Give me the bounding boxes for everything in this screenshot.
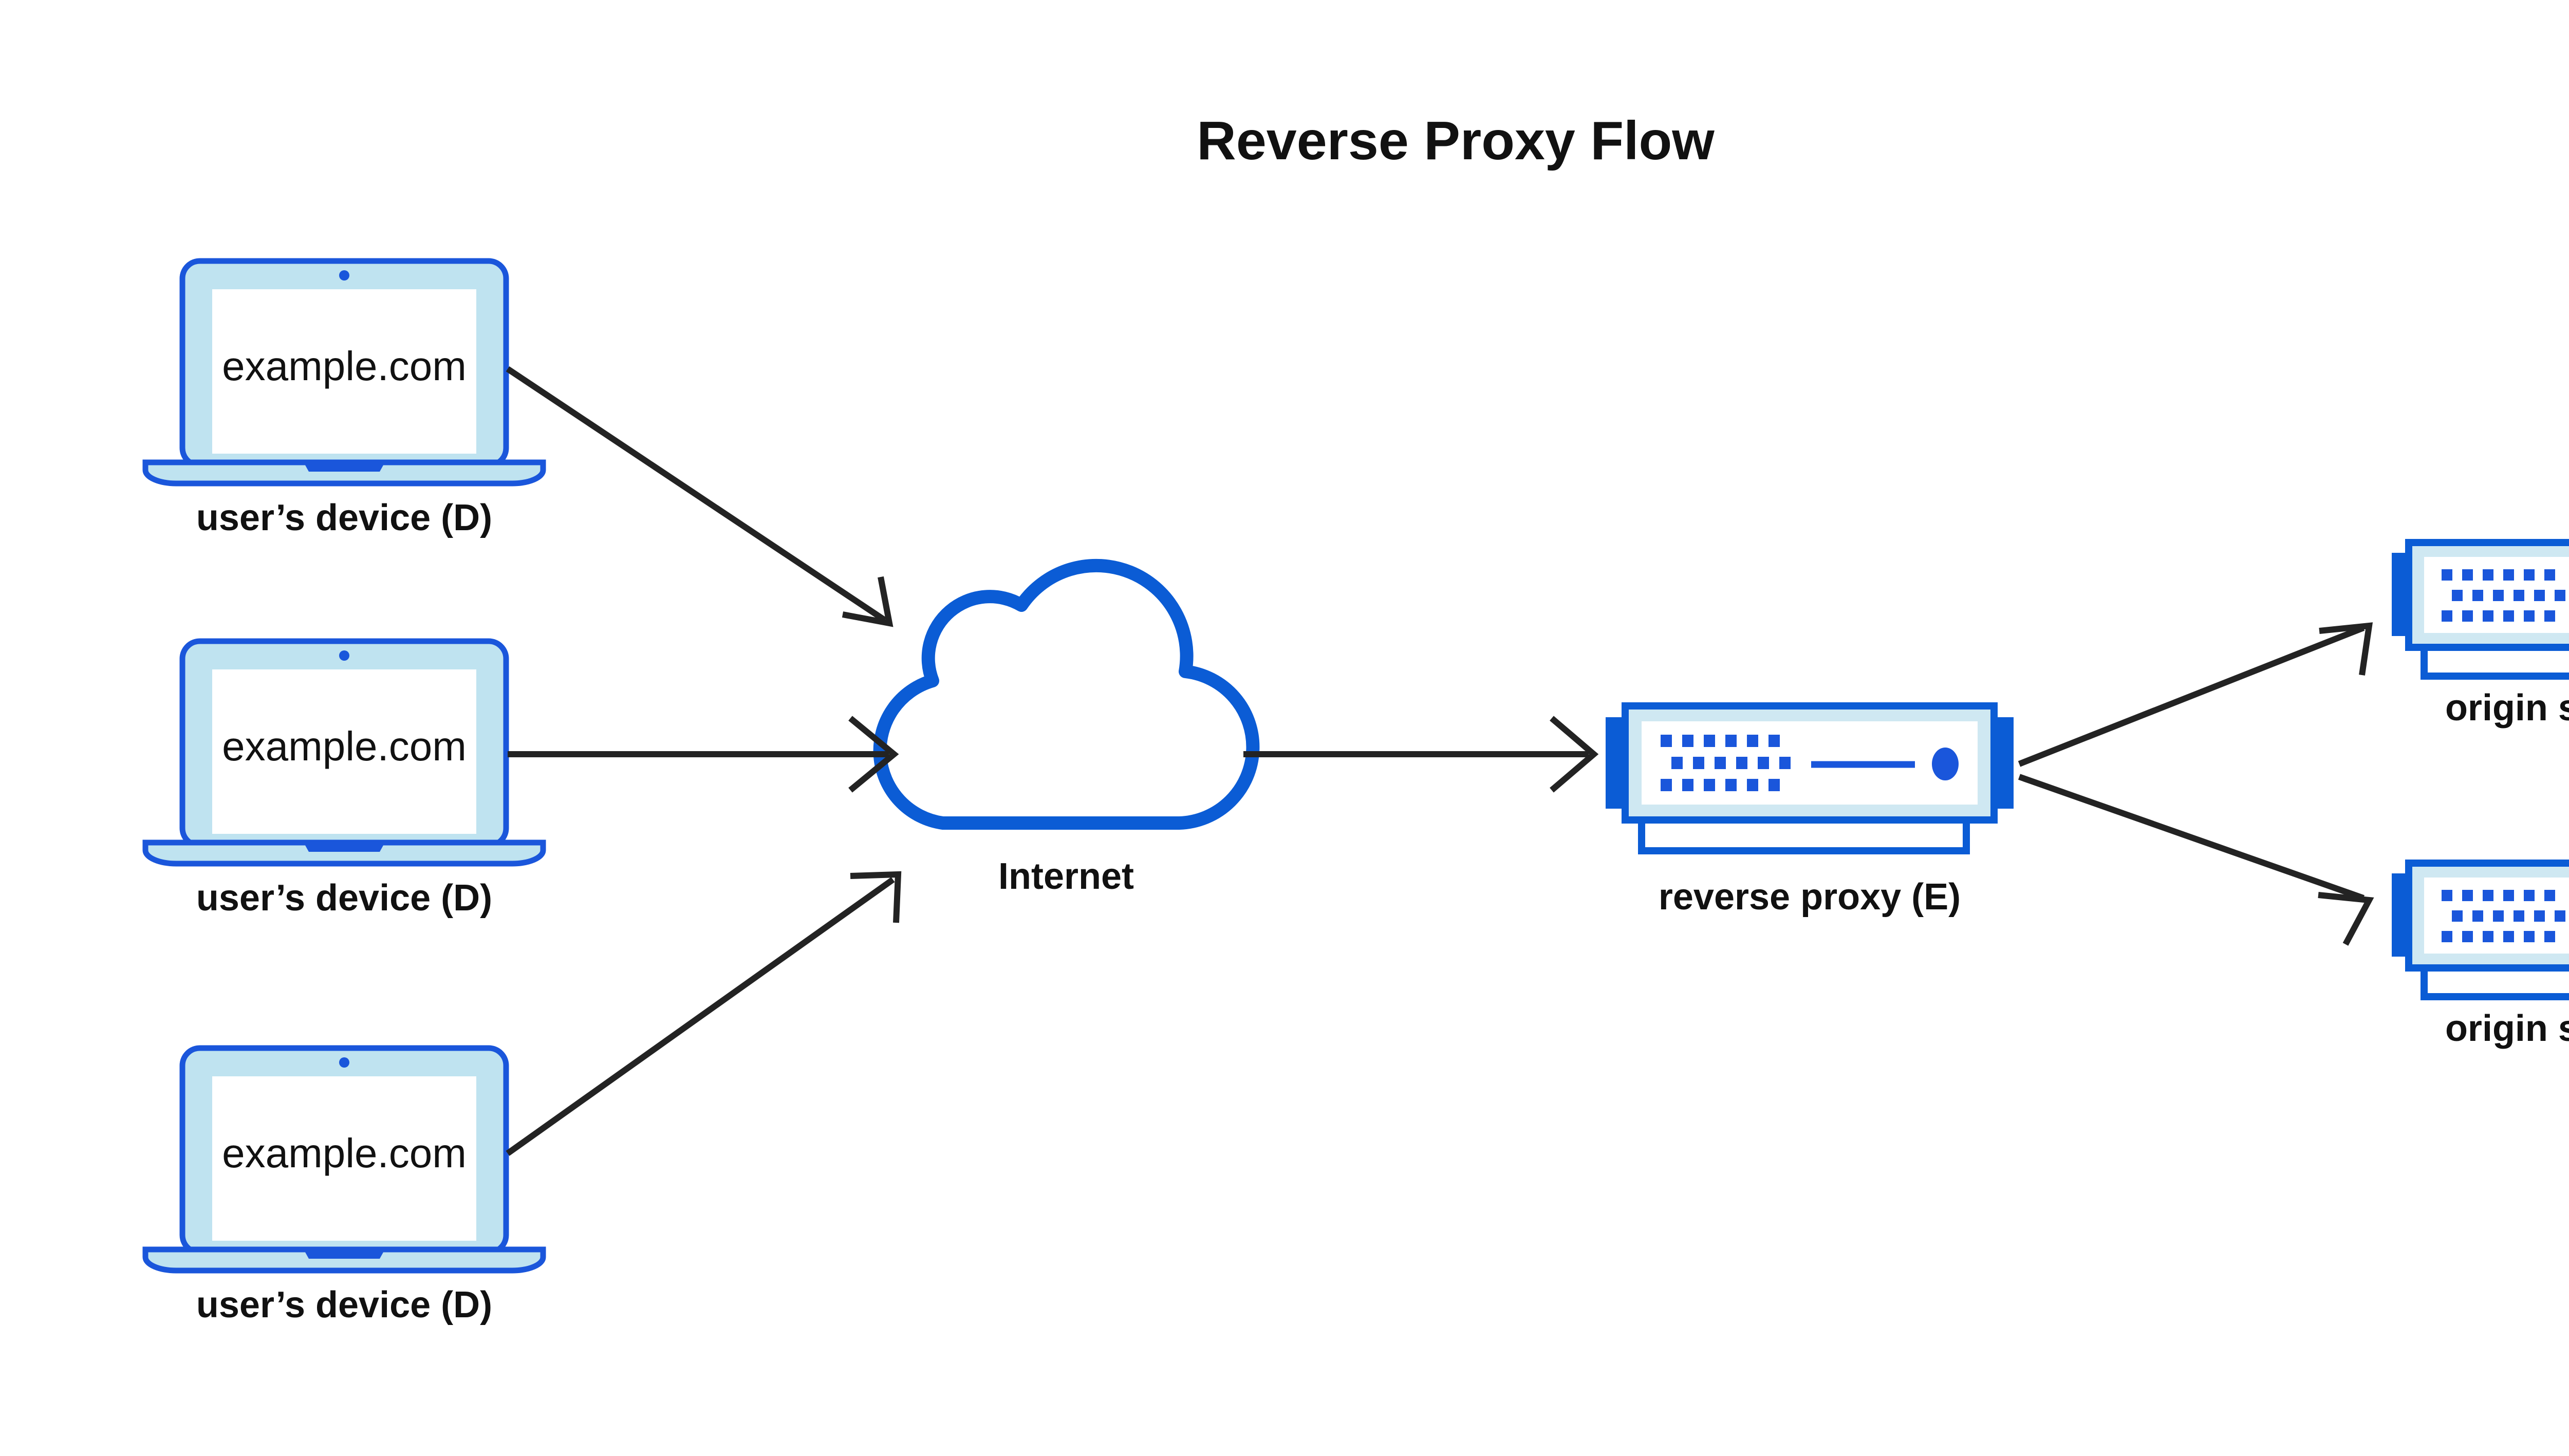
client-device-1-label: user’s device (D)	[196, 497, 492, 538]
page-title: Reverse Proxy Flow	[1197, 110, 1715, 171]
laptop-screen-url: example.com	[222, 723, 467, 769]
server-base	[1638, 816, 1970, 854]
origin-server-2[interactable]: origin server (F)	[2392, 860, 2569, 1049]
client-device-2[interactable]: example.com user’s device (D)	[142, 638, 546, 919]
flow-arrow-client3-to-internet	[506, 871, 902, 1156]
flow-arrow-client2-to-internet	[508, 716, 899, 793]
laptop-base	[142, 459, 546, 487]
flow-arrow-internet-to-proxy	[1243, 716, 1599, 793]
laptop-base	[142, 1246, 546, 1274]
server-vent-grid-icon	[2442, 890, 2565, 942]
laptop-screen	[212, 289, 476, 454]
server-led-icon	[1932, 748, 1959, 780]
laptop-trackpad-lip	[304, 1249, 385, 1259]
laptop-base	[142, 839, 546, 867]
laptop-screen	[212, 1076, 476, 1241]
origin-server-1-label: origin server (F)	[2445, 687, 2569, 729]
webcam-icon	[339, 1057, 349, 1068]
flow-arrow-client1-to-internet	[506, 366, 893, 627]
flow-arrow-proxy-to-origin1	[2018, 622, 2373, 767]
webcam-icon	[339, 270, 349, 281]
webcam-icon	[339, 650, 349, 661]
reverse-proxy-label: reverse proxy (E)	[1659, 876, 1961, 918]
laptop-screen	[212, 669, 476, 834]
server-base	[2421, 964, 2569, 1000]
server-vent-grid-icon	[2442, 569, 2565, 622]
flow-arrow-proxy-to-origin2	[2018, 774, 2374, 946]
internet-node[interactable]: Internet	[873, 558, 1260, 897]
client-device-2-label: user’s device (D)	[196, 878, 492, 919]
laptop-screen-url: example.com	[222, 1130, 467, 1176]
laptop-trackpad-lip	[304, 462, 385, 472]
server-base	[2421, 644, 2569, 680]
laptop-trackpad-lip	[304, 843, 385, 852]
reverse-proxy-node[interactable]: reverse proxy (E)	[1606, 702, 2014, 918]
client-device-3[interactable]: example.com user’s device (D)	[142, 1045, 546, 1326]
internet-label: Internet	[998, 856, 1134, 897]
server-faceplate	[1642, 721, 1978, 805]
client-device-1[interactable]: example.com user’s device (D)	[142, 258, 546, 538]
cloud-icon	[873, 558, 1260, 830]
origin-server-1[interactable]: origin server (F)	[2392, 539, 2569, 729]
server-vent-grid-icon	[1661, 735, 1791, 791]
origin-server-2-label: origin server (F)	[2445, 1008, 2569, 1049]
laptop-screen-url: example.com	[222, 343, 467, 389]
client-device-3-label: user’s device (D)	[196, 1284, 492, 1326]
